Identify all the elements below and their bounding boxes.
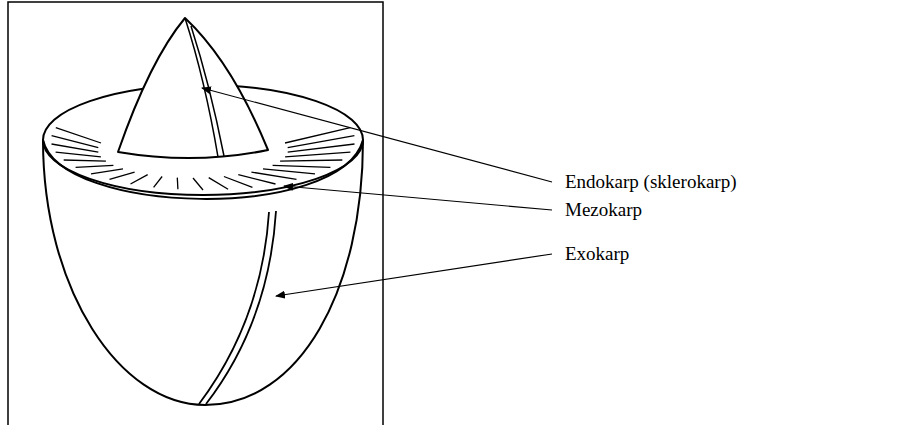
part-label: Exokarp — [565, 243, 629, 266]
fibre-line — [288, 144, 355, 152]
fibre-line — [56, 128, 101, 143]
fibre-line — [56, 152, 101, 157]
fibre-line — [64, 160, 106, 161]
fibre-line — [263, 169, 315, 174]
frame — [8, 2, 383, 425]
fibre-line — [177, 178, 179, 190]
fibre-line — [76, 165, 114, 167]
fibre-line — [110, 172, 135, 179]
fibre-line — [52, 136, 99, 148]
fibre-line — [251, 172, 296, 179]
fibre-line — [285, 128, 350, 143]
fibre-line — [238, 175, 275, 184]
drupe — [43, 18, 363, 405]
fibre-line — [280, 160, 342, 161]
fibre-line — [273, 165, 331, 167]
fibre-line — [131, 175, 148, 184]
fibre-line — [91, 169, 123, 174]
fibre-line — [193, 178, 203, 190]
part-label: Mezokarp — [565, 199, 642, 222]
fibre-line — [209, 178, 228, 190]
fibre-line — [154, 177, 163, 188]
part-label: Endokarp (sklerokarp) — [565, 171, 736, 194]
fibre-line — [285, 152, 350, 157]
leader-lines — [202, 88, 552, 296]
fibre-line — [224, 177, 253, 188]
